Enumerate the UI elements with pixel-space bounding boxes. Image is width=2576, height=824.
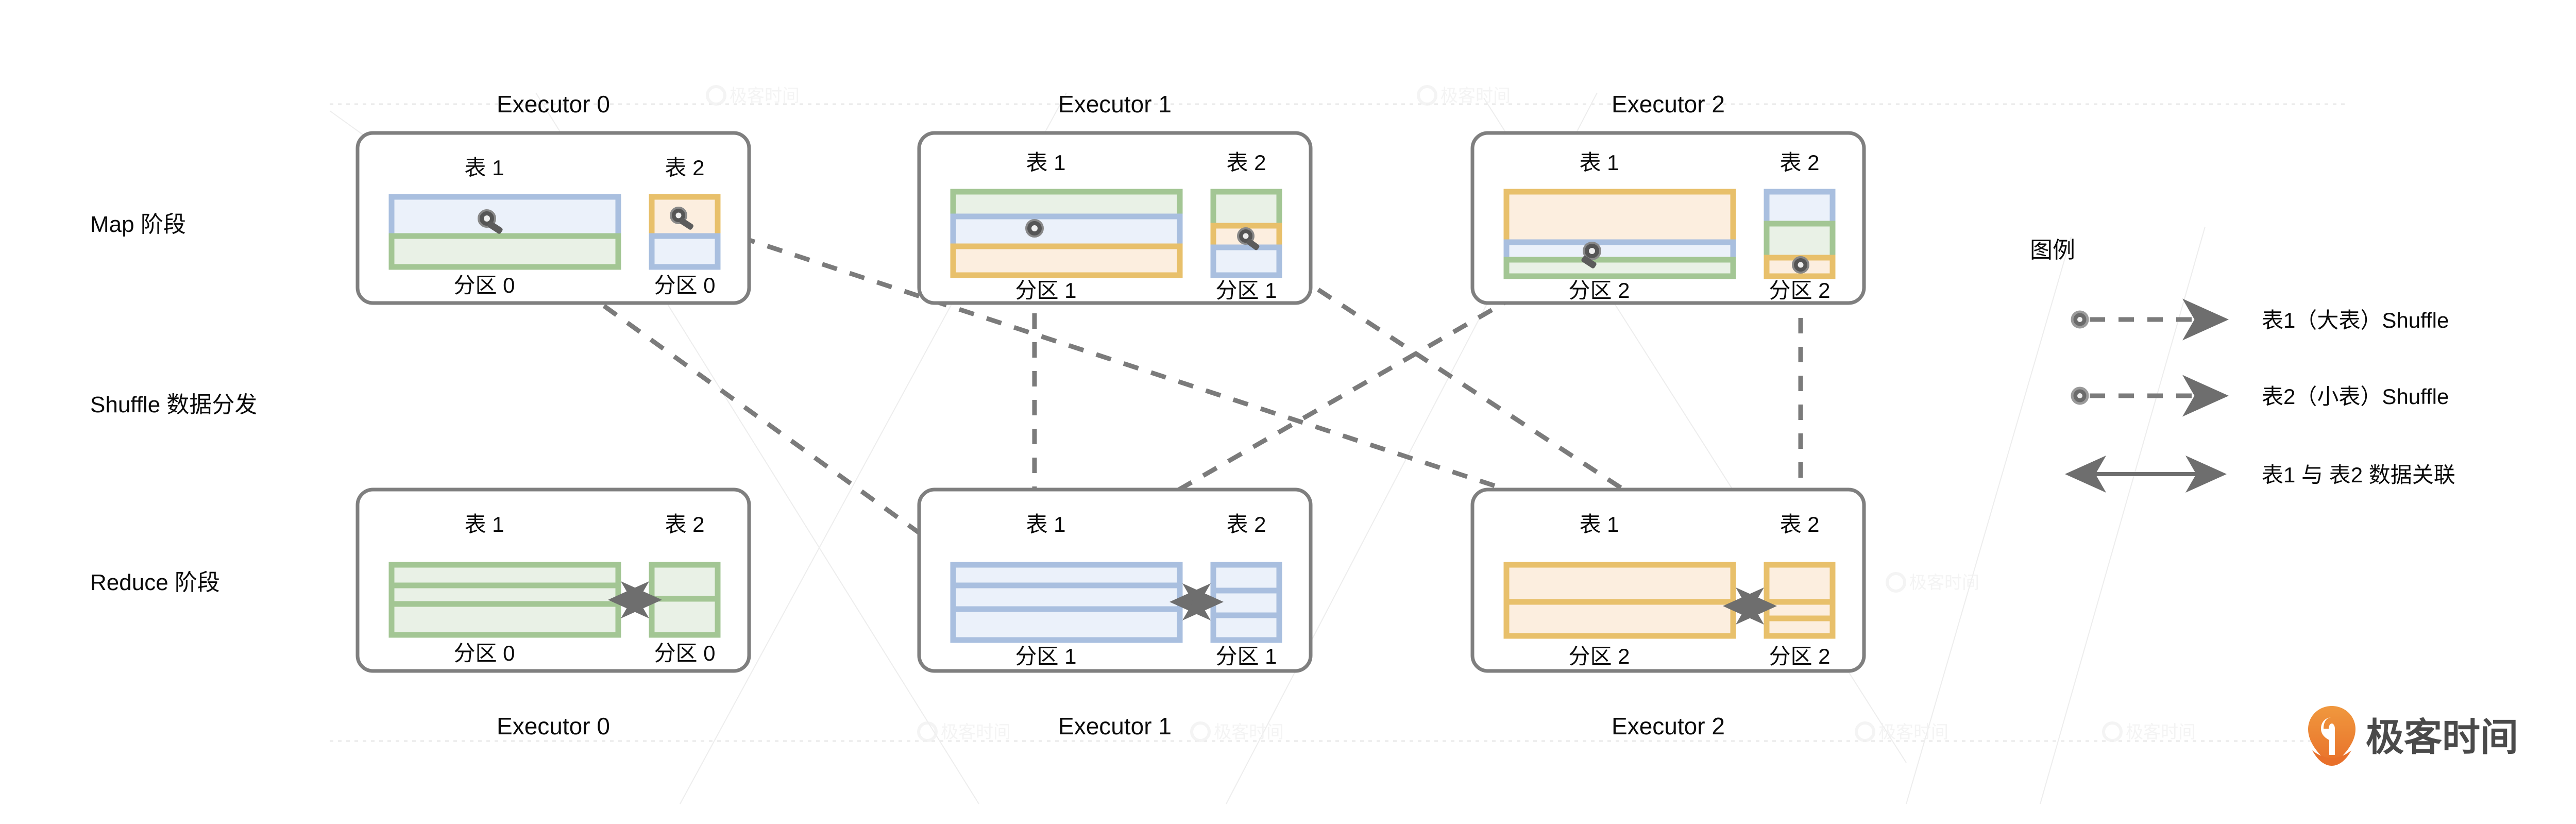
map-exec-name-0: Executor 0: [497, 91, 610, 117]
key-markers: [478, 207, 1809, 274]
reduce-e0-t1-label: 表 1: [464, 512, 504, 536]
reduce-e1-t2-label: 表 2: [1226, 512, 1266, 536]
map-e0-t1-partition: 分区 0: [453, 273, 515, 297]
map-e1-t1-label: 表 1: [1026, 150, 1065, 175]
map-e0-t2-partition: 分区 0: [654, 273, 715, 297]
map-e1-t1-partition: 分区 1: [1015, 278, 1076, 302]
stage-label-reduce: Reduce 阶段: [90, 570, 220, 595]
legend-glyphs: [2065, 298, 2229, 493]
key-icon-map-e2-t1: [1581, 242, 1601, 268]
svg-text:极客时间: 极客时间: [1878, 722, 1948, 742]
key-icon-map-e1-t1: [1025, 219, 1044, 238]
map-e0-table2: [649, 194, 721, 270]
reduce-e2-table1: [1503, 562, 1736, 639]
legend-item-0-text: 表1（大表）Shuffle: [2262, 308, 2449, 332]
key-icon-map-e2-t2: [1792, 256, 1809, 274]
map-e2-t2-partition: 分区 2: [1769, 278, 1830, 302]
map-e1-table1: [950, 189, 1183, 278]
reduce-e2-table2: [1764, 562, 1836, 639]
map-e1-t2-label: 表 2: [1226, 150, 1266, 175]
key-icon-map-e0-t2: [670, 207, 693, 230]
map-e1-table2: [1210, 189, 1282, 278]
svg-text:极客时间: 极客时间: [1214, 722, 1284, 742]
reduce-e0-t2-partition: 分区 0: [654, 641, 715, 665]
reduce-exec-name-2: Executor 2: [1612, 713, 1725, 739]
legend-item-2-text: 表1 与 表2 数据关联: [2262, 463, 2455, 487]
brand-name: 极客时间: [2366, 716, 2518, 759]
legend-glyph-0: [2071, 298, 2229, 341]
map-e0-t1-label: 表 1: [464, 156, 504, 180]
reduce-e2-t1-label: 表 1: [1579, 512, 1619, 536]
key-icon-map-e1-t2: [1237, 227, 1260, 250]
background-guides: [330, 103, 2349, 742]
shuffle-line-e1t2-to-e2: [1244, 240, 1809, 611]
reduce-e2-t2-label: 表 2: [1780, 512, 1819, 536]
map-e2-t2-label: 表 2: [1780, 150, 1819, 175]
map-e2-table2: [1764, 189, 1836, 279]
reduce-e0-table2: [649, 562, 721, 638]
map-e2-t1-label: 表 1: [1579, 150, 1619, 175]
svg-text:极客时间: 极客时间: [941, 722, 1011, 742]
reduce-e2-t2-partition: 分区 2: [1769, 644, 1830, 668]
legend-title: 图例: [2030, 238, 2075, 263]
map-e1-t2-partition: 分区 1: [1215, 278, 1277, 302]
reduce-e0-table1: [388, 562, 621, 638]
key-icon-map-e0-t1: [478, 209, 503, 234]
reduce-e1-table1: [950, 562, 1183, 643]
svg-text:极客时间: 极客时间: [1440, 86, 1511, 106]
map-e2-table1: [1503, 189, 1736, 279]
svg-text:极客时间: 极客时间: [2126, 722, 2196, 742]
map-e0-table1: [388, 194, 621, 270]
legend-item-1-text: 表2（小表）Shuffle: [2262, 384, 2449, 409]
brand-logo: 极客时间: [2308, 706, 2518, 766]
svg-text:极客时间: 极客时间: [1909, 573, 1979, 593]
reduce-e1-t1-partition: 分区 1: [1015, 644, 1076, 668]
reduce-exec-name-1: Executor 1: [1058, 713, 1172, 739]
map-e0-t2-label: 表 2: [665, 156, 704, 180]
reduce-e1-t2-partition: 分区 1: [1215, 644, 1277, 668]
svg-text:极客时间: 极客时间: [730, 86, 800, 106]
geektime-pin-icon: [2308, 706, 2355, 766]
stage-label-map: Map 阶段: [90, 212, 186, 237]
stage-label-shuffle: Shuffle 数据分发: [90, 392, 257, 417]
legend-glyph-1: [2071, 375, 2229, 417]
map-exec-name-2: Executor 2: [1612, 91, 1725, 117]
reduce-e2-t1-partition: 分区 2: [1568, 644, 1630, 668]
map-e2-t1-partition: 分区 2: [1568, 278, 1630, 302]
shuffle-line-e0t1-to-e1: [485, 220, 1036, 617]
reduce-e1-t1-label: 表 1: [1026, 512, 1065, 536]
reduce-e0-t1-partition: 分区 0: [453, 641, 515, 665]
map-exec-name-1: Executor 1: [1058, 91, 1172, 117]
reduce-e0-t2-label: 表 2: [665, 512, 704, 536]
reduce-e1-table2: [1210, 562, 1282, 643]
reduce-exec-name-0: Executor 0: [497, 713, 610, 739]
